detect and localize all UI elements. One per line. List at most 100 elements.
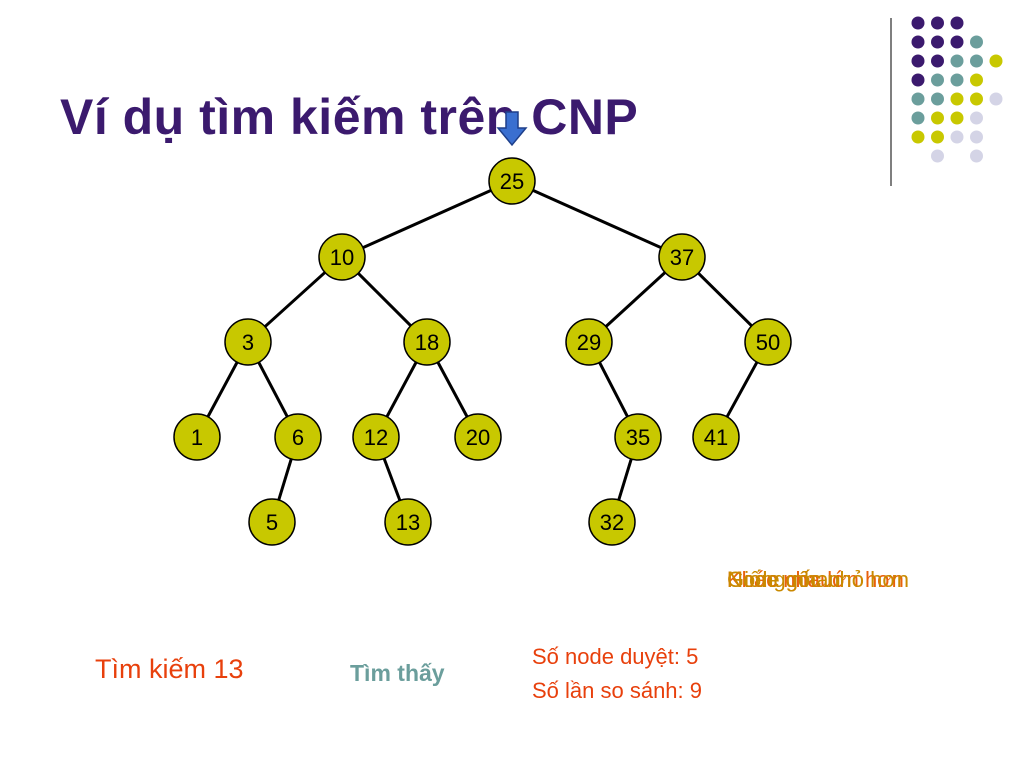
tree-node-circle (173, 413, 221, 461)
tree-node-label: 50 (756, 330, 780, 355)
decoration-dot (931, 16, 944, 30)
tree-node-circle (488, 157, 536, 205)
tree-edge-37-29 (604, 271, 667, 328)
decoration-dot (911, 73, 925, 87)
decoration-dot (911, 92, 925, 106)
decoration-dot (911, 54, 925, 68)
tree-node-label: 20 (466, 425, 490, 450)
decoration-dot (931, 111, 944, 125)
tree-node-label: 10 (330, 245, 354, 270)
tree-node-12: 12 (352, 413, 400, 461)
comparisons-stat: Số lần so sánh: 9 (532, 678, 703, 703)
tree-edge-29-35 (598, 361, 629, 418)
decoration-dot (931, 35, 944, 49)
tree-node-circle (274, 413, 322, 461)
slide-title: Ví dụ tìm kiếm trên CNP (60, 89, 639, 145)
decoration-dot (989, 92, 1003, 106)
decoration-dot (931, 149, 944, 163)
decoration-dot (931, 54, 944, 68)
decoration-dot (970, 149, 983, 163)
decoration-dot (950, 130, 964, 144)
tree-node-10: 10 (318, 233, 366, 281)
tree-node-label: 3 (242, 330, 254, 355)
tree-node-35: 35 (614, 413, 662, 461)
decoration-dot (911, 35, 925, 49)
tree-node-label: 1 (191, 425, 203, 450)
tree-node-29: 29 (565, 318, 613, 366)
tree-edge-18-12 (385, 361, 418, 418)
decoration-dot (950, 35, 964, 49)
decoration-dot (931, 92, 944, 106)
tree-node-circle (248, 498, 296, 546)
tree-node-label: 32 (600, 510, 624, 535)
tree-edge-37-50 (697, 272, 753, 327)
tree-node-label: 37 (670, 245, 694, 270)
tree-node-6: 6 (274, 413, 322, 461)
decoration-dot (911, 130, 925, 144)
decoration-dot (931, 73, 944, 87)
tree-node-label: 25 (500, 169, 524, 194)
tree-node-circle (384, 498, 432, 546)
tree-node-label: 18 (415, 330, 439, 355)
decoration-dot (911, 16, 925, 30)
overlap-label-root-smaller: Node gốc nhỏ hơn (727, 567, 910, 592)
tree-node-circle (454, 413, 502, 461)
tree-edge-35-32 (617, 458, 633, 501)
found-label: Tìm thấy (350, 660, 445, 686)
decoration-dot (950, 92, 964, 106)
tree-node-13: 13 (384, 498, 432, 546)
dot-grid-decoration (890, 16, 1003, 186)
tree-node-label: 5 (266, 510, 278, 535)
decoration-dot (950, 16, 964, 30)
decoration-dot (911, 111, 925, 125)
tree-node-circle (352, 413, 400, 461)
tree-node-circle (224, 318, 272, 366)
tree-edge-10-3 (264, 271, 326, 328)
decoration-dot (970, 73, 983, 87)
tree-edge-3-1 (206, 361, 239, 418)
overlap-label-root-greater: Node gốc lớn hơn (727, 567, 904, 592)
tree-edge-10-18 (357, 272, 412, 327)
tree-node-label: 12 (364, 425, 388, 450)
tree-node-circle (403, 318, 451, 366)
decoration-dot (950, 111, 964, 125)
nodes-visited-stat: Số node duyệt: 5 (532, 644, 699, 669)
tree-node-label: 41 (704, 425, 728, 450)
tree-node-37: 37 (658, 233, 706, 281)
tree-node-1: 1 (173, 413, 221, 461)
tree-node-circle (318, 233, 366, 281)
tree-edge-6-5 (277, 458, 293, 501)
tree-node-32: 32 (588, 498, 636, 546)
tree-edge-25-10 (362, 189, 492, 249)
overlap-label-same: Giống nhau (727, 567, 841, 592)
tree-node-3: 3 (224, 318, 272, 366)
decoration-dot (970, 54, 983, 68)
decoration-dot (970, 130, 983, 144)
tree-node-circle (744, 318, 792, 366)
decoration-dot (950, 54, 964, 68)
tree-edge-3-6 (257, 361, 289, 418)
decoration-dot (970, 92, 983, 106)
tree-node-label: 13 (396, 510, 420, 535)
tree-node-label: 35 (626, 425, 650, 450)
tree-node-circle (692, 413, 740, 461)
down-arrow-icon (496, 111, 528, 147)
tree-node-18: 18 (403, 318, 451, 366)
tree-node-50: 50 (744, 318, 792, 366)
tree-node-label: 6 (292, 425, 304, 450)
decoration-dot (989, 54, 1003, 68)
search-target-label: Tìm kiếm 13 (95, 654, 244, 684)
decoration-dot (950, 73, 964, 87)
overlapping-comparison-labels: Khác nhau Giống nhau Node gốc lớn hơn No… (727, 567, 987, 607)
tree-node-label: 29 (577, 330, 601, 355)
tree-edge-50-41 (725, 361, 759, 418)
decoration-dot (970, 35, 983, 49)
overlap-label-different: Khác nhau (727, 567, 833, 592)
tree-node-5: 5 (248, 498, 296, 546)
tree-node-circle (658, 233, 706, 281)
tree-node-41: 41 (692, 413, 740, 461)
decoration-dot (970, 111, 983, 125)
tree-edge-12-13 (382, 457, 402, 502)
decoration-dot (931, 130, 944, 144)
